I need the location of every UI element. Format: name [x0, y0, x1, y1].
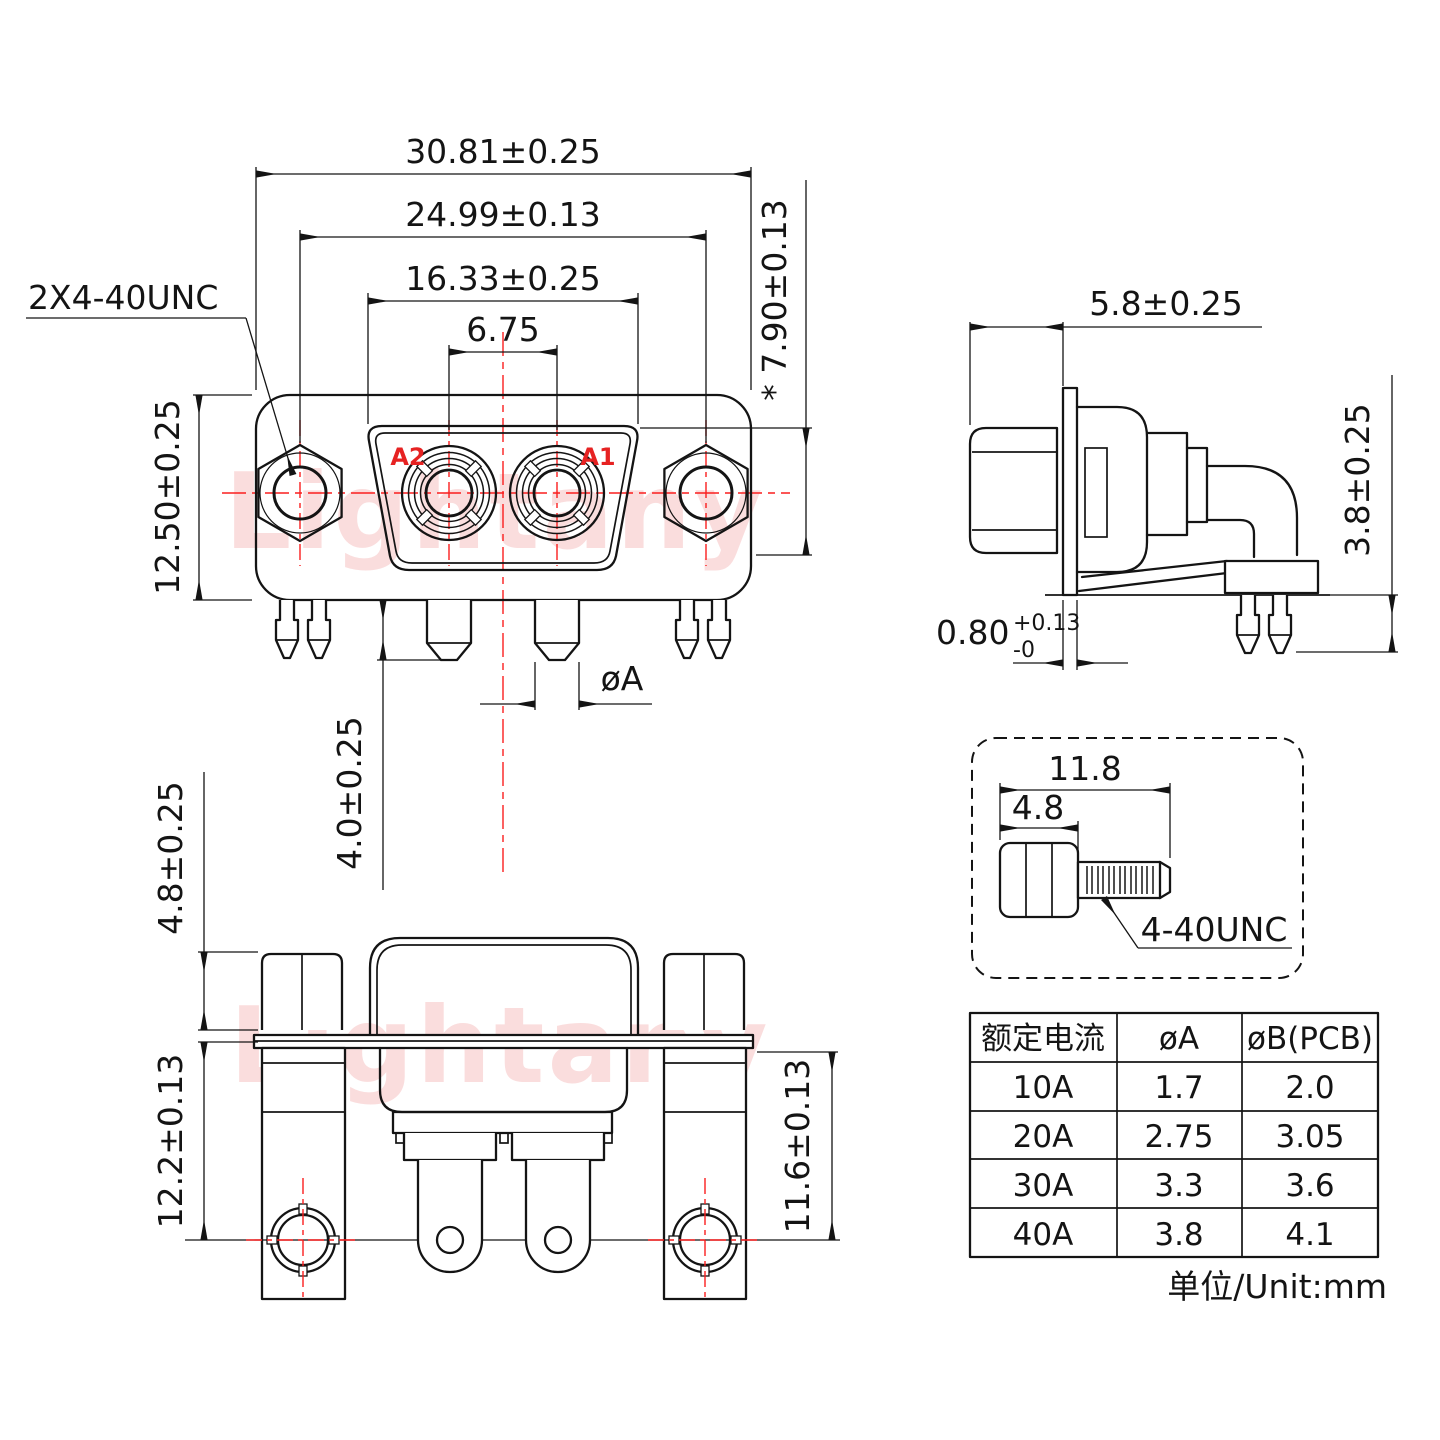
- bottom-view: Lightany: [151, 772, 840, 1301]
- elbow-outer: [1205, 464, 1299, 557]
- contact-label-a2: A2: [390, 443, 425, 471]
- screw-detail: 11.8 4.8 4-40UNC: [971, 737, 1304, 979]
- nut-profile-left: [260, 952, 344, 1032]
- svg-text:4.0±0.25: 4.0±0.25: [330, 716, 369, 870]
- table-row: 30A 3.3 3.6: [1013, 1168, 1335, 1204]
- svg-text:3.3: 3.3: [1154, 1168, 1203, 1204]
- elbow-inner: [1205, 518, 1256, 559]
- dim-post-left: 12.2±0.13: [151, 1041, 258, 1240]
- svg-text:3.05: 3.05: [1275, 1119, 1344, 1155]
- solder-cup-a2: [402, 1133, 498, 1274]
- clip-pin: [306, 598, 332, 660]
- side-shell: [1075, 405, 1149, 574]
- dim-body-height: 12.50±0.25: [148, 394, 252, 601]
- thread-callout: 2X4-40UNC: [26, 278, 297, 477]
- connector-body: [254, 393, 753, 602]
- svg-text:30.81±0.25: 30.81±0.25: [405, 132, 601, 171]
- contact-label-a1: A1: [580, 443, 615, 471]
- svg-text:16.33±0.25: 16.33±0.25: [405, 259, 601, 298]
- table-border: [968, 1011, 1380, 1259]
- table-row: 10A 1.7 2.0: [1013, 1070, 1335, 1106]
- dim-shell-width: 16.33±0.25: [367, 259, 639, 424]
- spec-table: 额定电流 øA øB(PCB) 10A 1.7 2.0 20A 2.75 3.0…: [968, 1011, 1380, 1259]
- watermark-text: Lightany: [224, 451, 765, 573]
- screw-head: [998, 841, 1080, 919]
- svg-text:4.8±0.25: 4.8±0.25: [151, 781, 190, 935]
- svg-text:øA: øA: [601, 659, 644, 698]
- solder-pin-a2: [425, 598, 473, 662]
- unit-label: 单位/Unit:mm: [1167, 1267, 1387, 1306]
- svg-text:11.8: 11.8: [1048, 749, 1121, 788]
- clip-pin: [706, 598, 732, 660]
- bracket-foot: [1223, 559, 1320, 595]
- table-header-dia-b: øB(PCB): [1247, 1021, 1373, 1057]
- svg-text:2.75: 2.75: [1144, 1119, 1213, 1155]
- dim-flange-thickness: 0.80 +0.13 -0: [936, 600, 1128, 670]
- clip-pin: [674, 598, 700, 660]
- table-row: 40A 3.8 4.1: [1013, 1217, 1335, 1253]
- svg-text:24.99±0.13: 24.99±0.13: [405, 195, 601, 234]
- svg-text:3.6: 3.6: [1285, 1168, 1334, 1204]
- screw-thread-callout: 4-40UNC: [1101, 895, 1292, 949]
- dim-contact-pitch: 6.75: [448, 310, 558, 430]
- svg-text:4-40UNC: 4-40UNC: [1141, 910, 1288, 949]
- svg-text:3.8: 3.8: [1154, 1217, 1203, 1253]
- side-view: 5.8±0.25 3.8±0.25 0.80 +0.13 -0: [936, 284, 1398, 670]
- svg-text:4.8: 4.8: [1012, 788, 1064, 827]
- dim-shell-height: * 7.90±0.13: [640, 180, 812, 556]
- dim-screw-span: 24.99±0.13: [299, 195, 707, 443]
- dim-depth: 5.8±0.25: [969, 284, 1262, 425]
- clip-pin: [274, 598, 300, 660]
- side-flange: [1061, 386, 1079, 597]
- front-view: Lightany A2 A1 30.81±0.2: [26, 132, 812, 890]
- clip-pin-side: [1235, 593, 1261, 655]
- dim-standoff: 3.8±0.25: [1296, 375, 1398, 653]
- dim-nut-height: 4.8±0.25: [151, 772, 258, 1031]
- shell-back: [368, 936, 640, 1037]
- insulator: [391, 1110, 614, 1135]
- svg-text:0.80: 0.80: [936, 613, 1009, 652]
- dim-screw-overall: 11.8: [999, 749, 1171, 858]
- dim-body-width: 30.81±0.25: [255, 132, 752, 390]
- svg-text:12.2±0.13: 12.2±0.13: [151, 1054, 190, 1229]
- svg-text:2X4-40UNC: 2X4-40UNC: [28, 278, 218, 317]
- solder-cup-a1: [510, 1133, 606, 1274]
- svg-text:10A: 10A: [1013, 1070, 1074, 1106]
- svg-text:5.8±0.25: 5.8±0.25: [1089, 284, 1243, 323]
- svg-text:30A: 30A: [1013, 1168, 1074, 1204]
- clip-pin-side: [1267, 593, 1293, 655]
- table-header-dia-a: øA: [1159, 1021, 1199, 1057]
- svg-text:-0: -0: [1013, 638, 1035, 663]
- dim-post-right: 11.6±0.13: [757, 1051, 838, 1240]
- dim-pin-length: 4.0±0.25: [330, 600, 441, 890]
- svg-text:4.1: 4.1: [1285, 1217, 1334, 1253]
- svg-text:+0.13: +0.13: [1013, 611, 1080, 636]
- detail-box: [971, 737, 1304, 979]
- dim-pin-diameter: øA: [480, 659, 652, 710]
- nut-profile-right: [662, 952, 746, 1032]
- svg-text:6.75: 6.75: [466, 310, 539, 349]
- svg-text:20A: 20A: [1013, 1119, 1074, 1155]
- svg-text:3.8±0.25: 3.8±0.25: [1338, 403, 1377, 557]
- solder-pin-a1: [533, 598, 581, 662]
- svg-text:2.0: 2.0: [1285, 1070, 1334, 1106]
- dim-screw-head: 4.8: [1000, 788, 1079, 858]
- dsub-shell-outline: [367, 424, 639, 572]
- side-nut: [968, 426, 1059, 555]
- svg-text:1.7: 1.7: [1154, 1070, 1203, 1106]
- svg-text:40A: 40A: [1013, 1217, 1074, 1253]
- table-header-current: 额定电流: [981, 1021, 1105, 1057]
- table-row: 20A 2.75 3.05: [1013, 1119, 1345, 1155]
- svg-text:* 7.90±0.13: * 7.90±0.13: [755, 199, 794, 401]
- svg-text:11.6±0.13: 11.6±0.13: [778, 1059, 817, 1234]
- svg-text:12.50±0.25: 12.50±0.25: [148, 399, 187, 595]
